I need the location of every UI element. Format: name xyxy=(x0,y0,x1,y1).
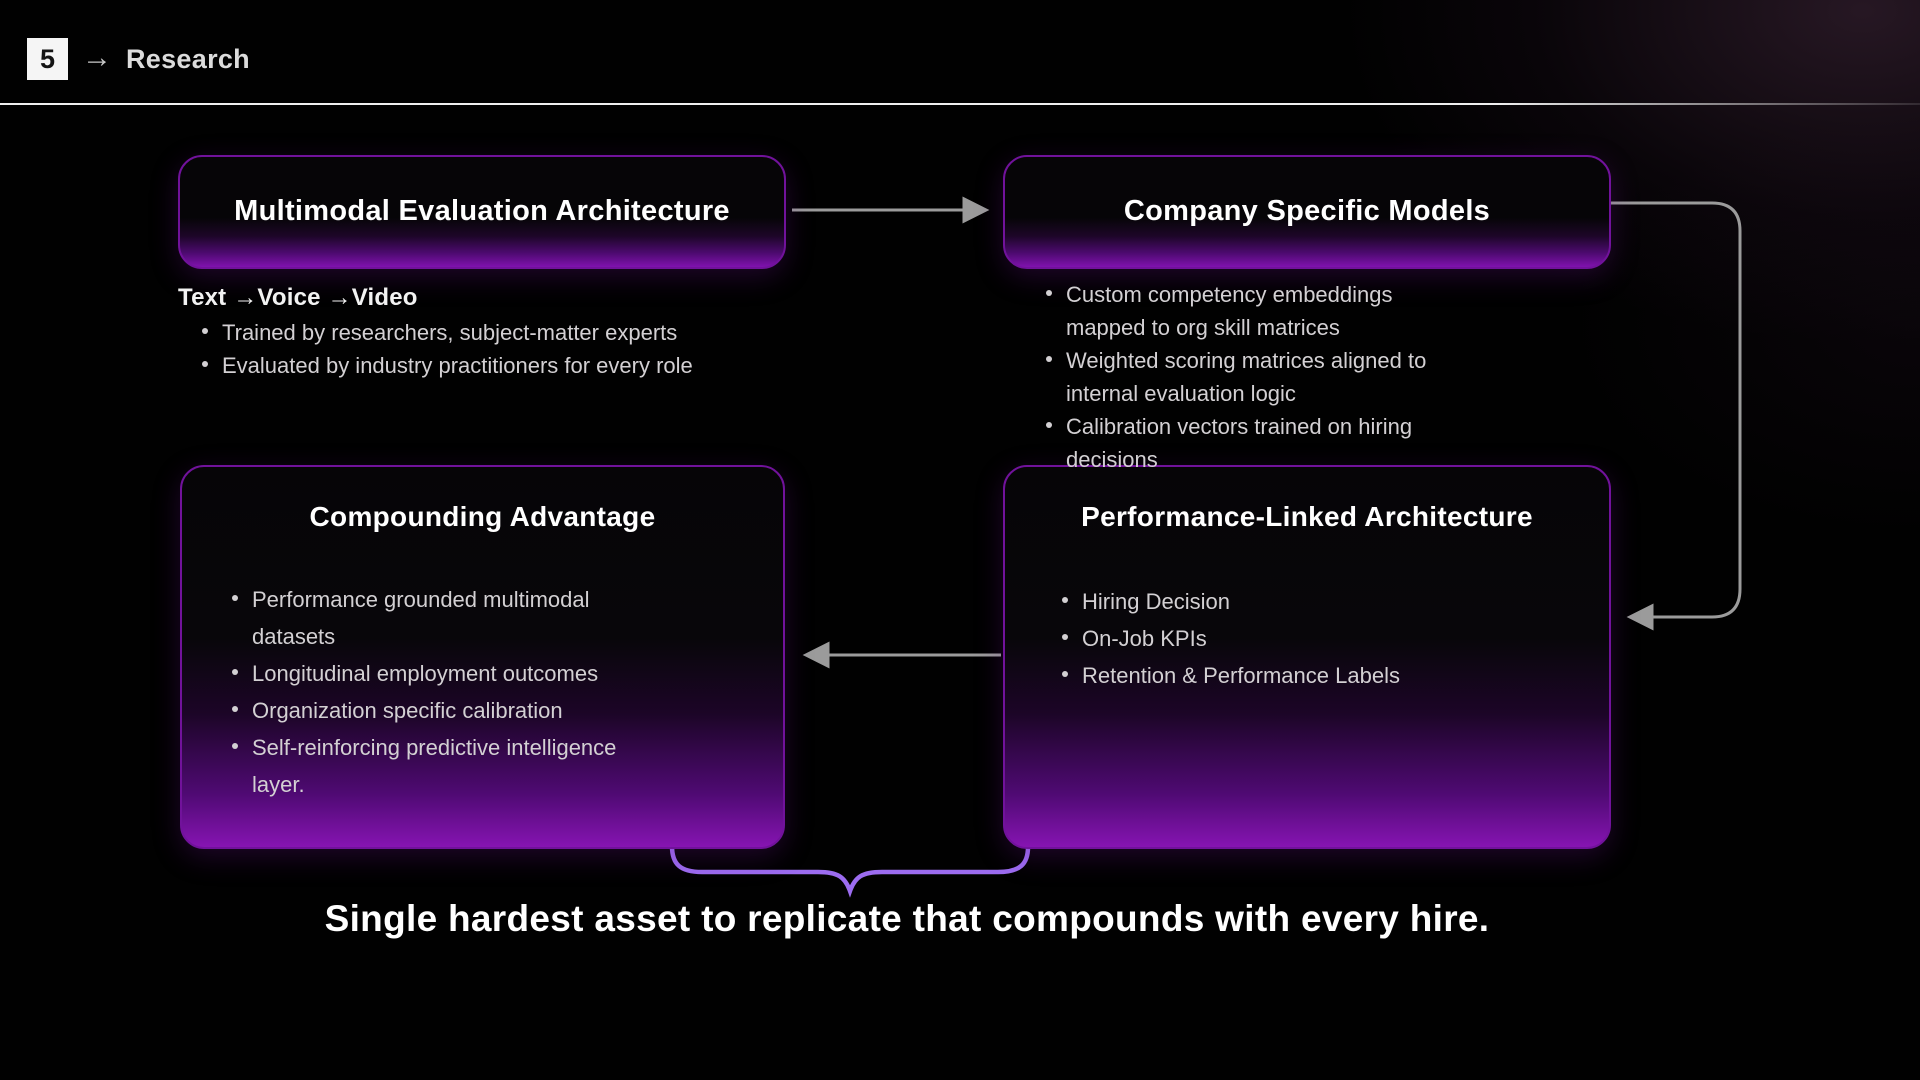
box-multimodal-evaluation-architecture: Multimodal Evaluation Architecture xyxy=(178,155,786,269)
list-item: Organization specific calibration xyxy=(226,692,646,729)
list-item: Evaluated by industry practitioners for … xyxy=(196,349,738,382)
slide-number-badge: 5 xyxy=(27,38,68,80)
box-title: Multimodal Evaluation Architecture xyxy=(234,195,730,227)
list-item: Weighted scoring matrices aligned to int… xyxy=(1040,344,1470,410)
multimodal-bullet-list: Trained by researchers, subject-matter e… xyxy=(196,316,738,382)
box-title: Company Specific Models xyxy=(1123,195,1491,227)
compounding-bullet-list: Performance grounded multimodal datasets… xyxy=(226,581,646,803)
box-title: Compounding Advantage xyxy=(309,501,656,532)
list-item: Trained by researchers, subject-matter e… xyxy=(196,316,738,349)
arrow-company-to-performance xyxy=(1609,201,1742,631)
header-divider xyxy=(0,103,1920,105)
slide-number: 5 xyxy=(39,43,56,74)
list-item: Hiring Decision xyxy=(1056,583,1536,620)
slide-caption: Single hardest asset to replicate that c… xyxy=(324,898,1490,939)
list-item: Self-reinforcing predictive intelligence… xyxy=(226,729,646,803)
list-item: Longitudinal employment outcomes xyxy=(226,655,646,692)
header-arrow-icon: → xyxy=(82,41,112,74)
list-item: Calibration vectors trained on hiring de… xyxy=(1040,410,1470,476)
box-compounding-advantage: Compounding Advantage xyxy=(180,465,785,849)
company-bullet-list: Custom competency embeddings mapped to o… xyxy=(1040,278,1470,476)
list-item: Custom competency embeddings mapped to o… xyxy=(1040,278,1470,344)
page-title: Research xyxy=(126,44,250,74)
list-item: Retention & Performance Labels xyxy=(1056,657,1536,694)
multimodal-modes-heading: Text →Voice →Video xyxy=(178,284,418,311)
box-company-specific-models: Company Specific Models xyxy=(1003,155,1611,269)
list-item: Performance grounded multimodal datasets xyxy=(226,581,646,655)
performance-bullet-list: Hiring Decision On-Job KPIs Retention & … xyxy=(1056,583,1536,694)
list-item: On-Job KPIs xyxy=(1056,620,1536,657)
curly-brace xyxy=(669,843,1031,898)
box-performance-linked-architecture: Performance-Linked Architecture xyxy=(1003,465,1611,849)
box-title: Performance-Linked Architecture xyxy=(1081,501,1533,532)
